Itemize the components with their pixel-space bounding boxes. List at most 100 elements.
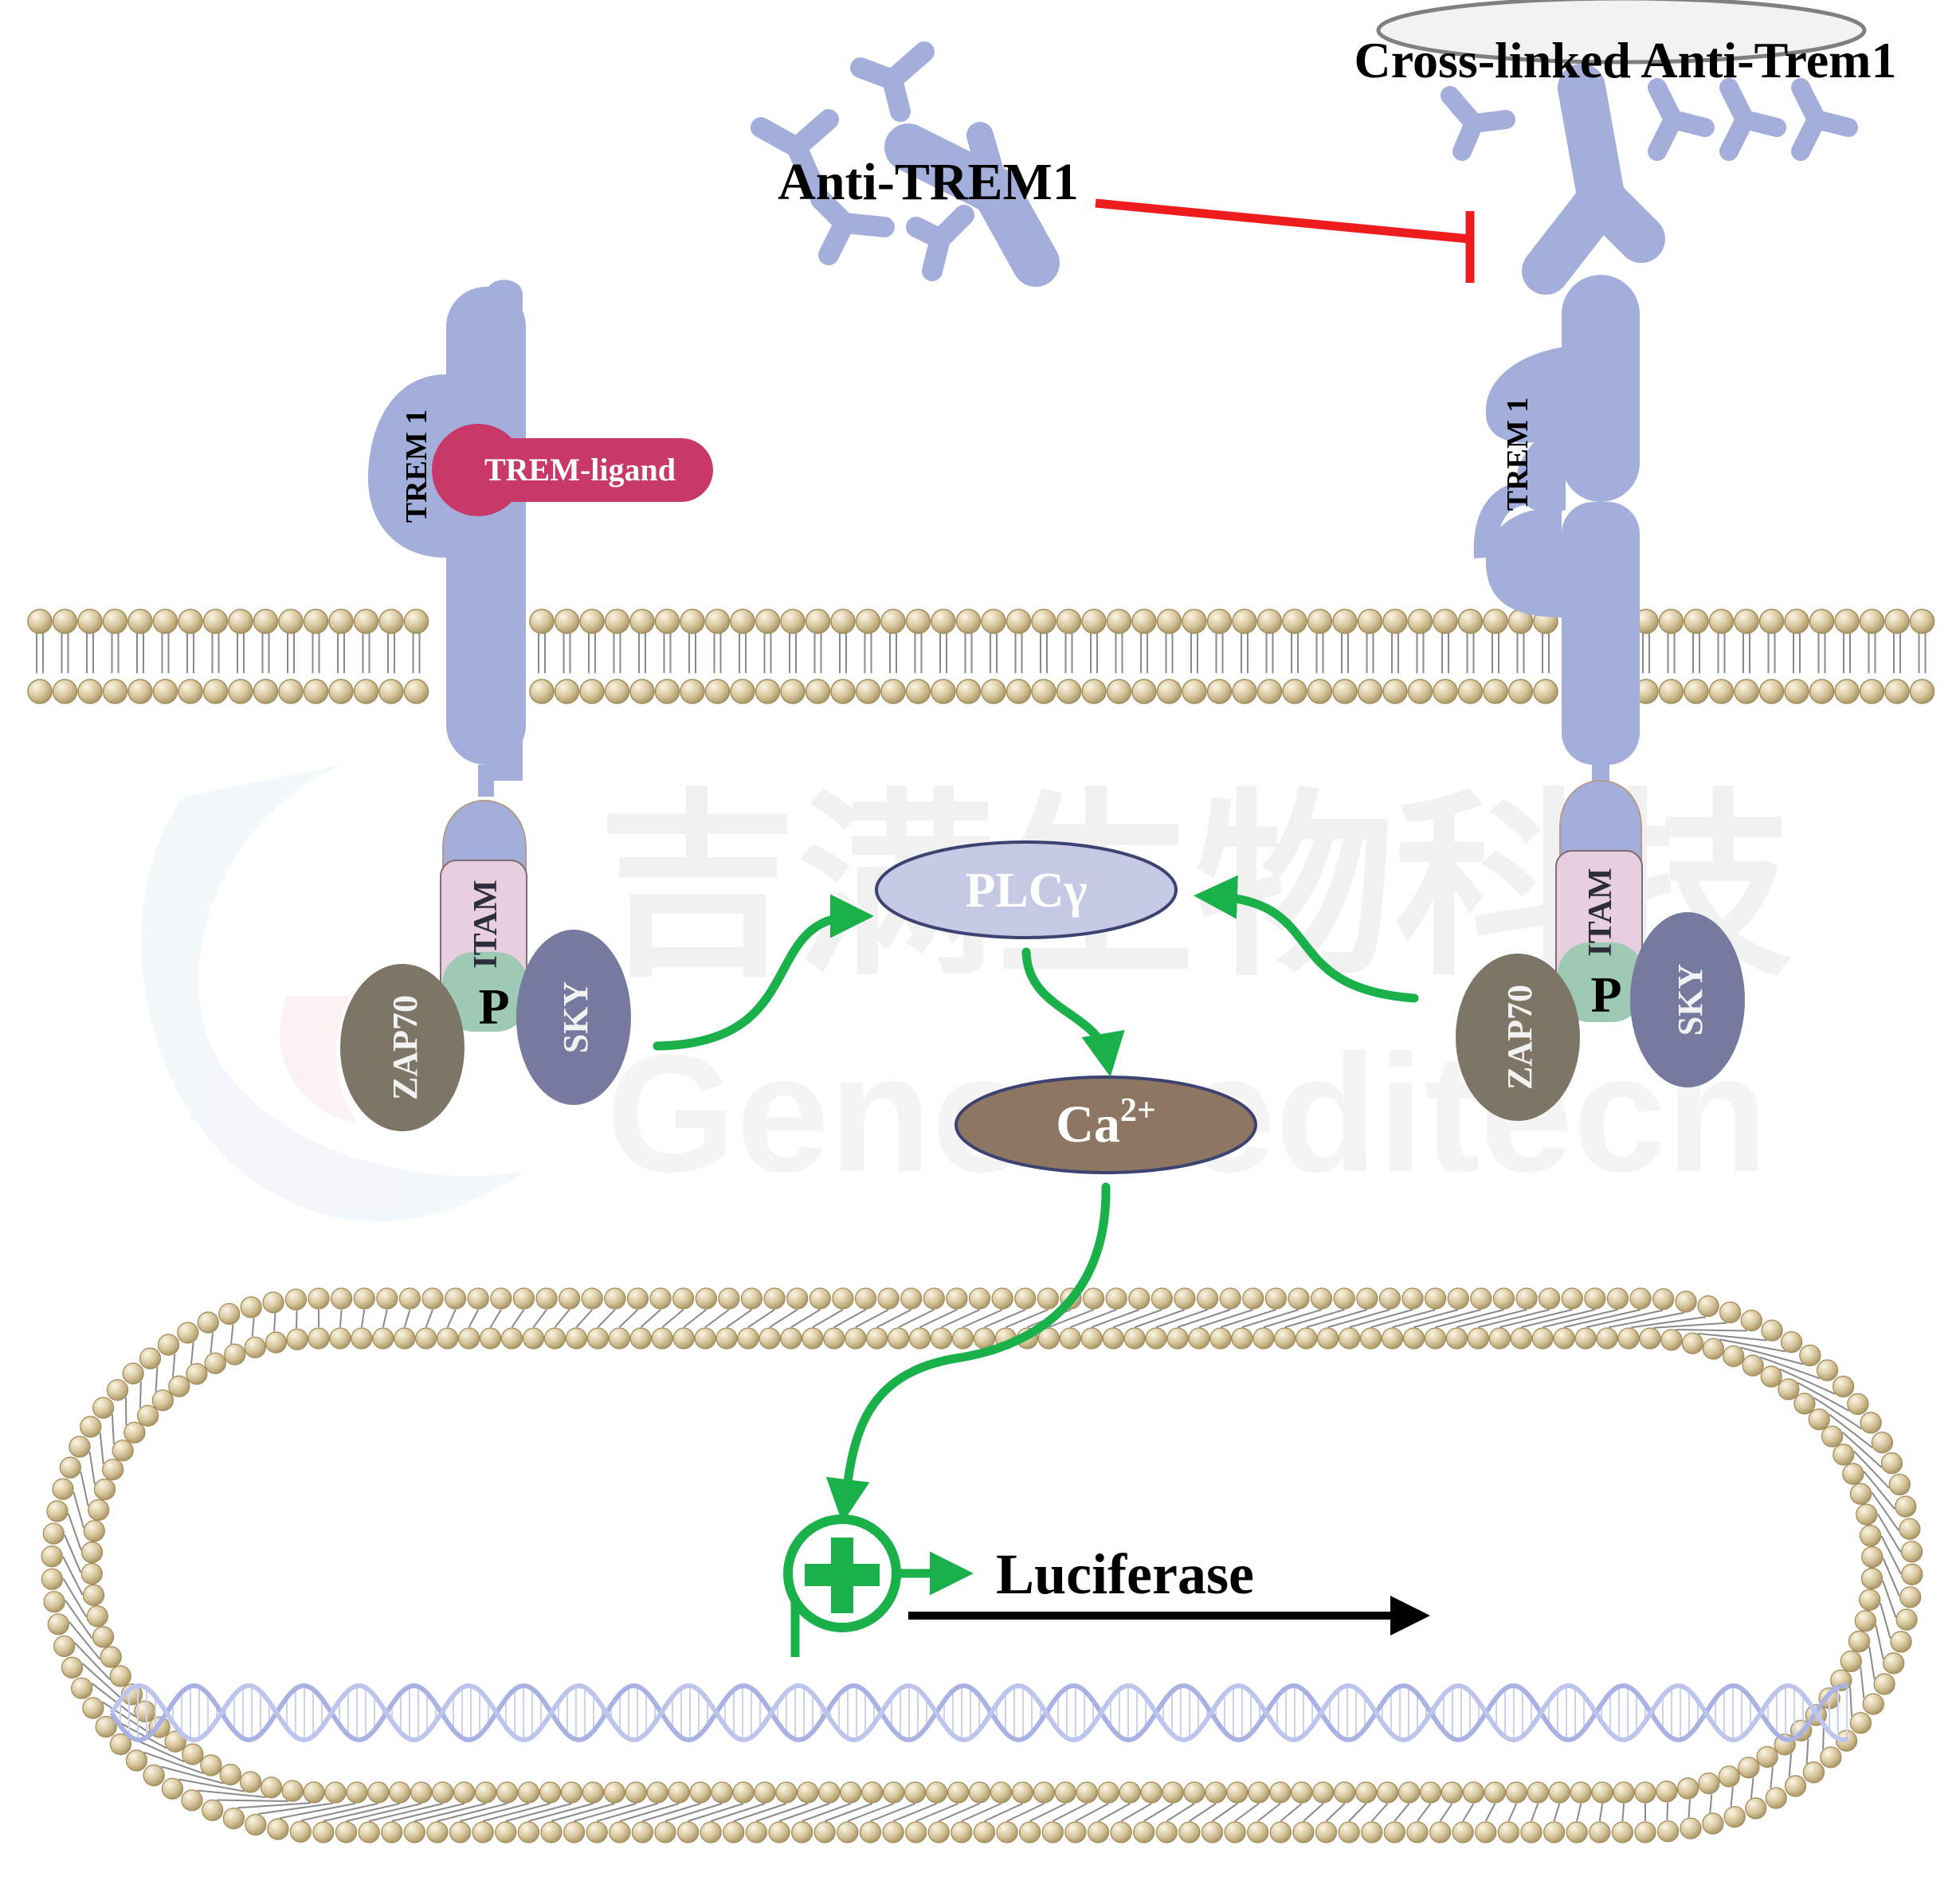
- lipid: [104, 609, 127, 703]
- lipid: [1778, 1379, 1868, 1415]
- trem1-label-left: TREM 1: [400, 409, 433, 523]
- zap70-label-right: ZAP70: [1500, 985, 1539, 1090]
- lipid: [329, 609, 353, 703]
- lipid: [128, 609, 152, 703]
- lipid: [555, 609, 579, 703]
- lipid: [1742, 1355, 1837, 1381]
- lipid: [1509, 609, 1533, 703]
- lipid: [1885, 609, 1909, 703]
- trem-ligand-label: TREM-ligand: [484, 452, 676, 488]
- lipid: [154, 609, 178, 703]
- lipid: [28, 609, 52, 703]
- phospho-label-right: P: [1590, 966, 1621, 1023]
- lipid: [580, 609, 604, 703]
- lipid: [706, 609, 730, 703]
- itam-label-left: ITAM: [468, 879, 504, 968]
- calcium-charge: 2+: [1120, 1092, 1156, 1129]
- lipid: [931, 609, 955, 703]
- nucleus-membrane: [41, 1288, 1923, 1843]
- lipid: [126, 1750, 221, 1776]
- luciferase-label: Luciferase: [996, 1542, 1254, 1606]
- lipid: [1233, 609, 1256, 703]
- zap70-label-left: ZAP70: [386, 995, 425, 1100]
- lipid: [1409, 609, 1433, 703]
- lipid: [78, 609, 102, 703]
- lipid: [53, 609, 77, 703]
- phospho-label-left: P: [478, 978, 509, 1035]
- lipid: [1761, 1366, 1853, 1397]
- lipid: [1660, 609, 1684, 703]
- plasma-membrane: [28, 609, 1935, 703]
- cross-linked-label: Cross-linked Anti-Trem1: [1354, 32, 1897, 88]
- lipid: [530, 609, 554, 703]
- lipid: [1835, 609, 1859, 703]
- trem1-label-right: TREM 1: [1501, 398, 1535, 511]
- lipid: [1612, 1782, 1634, 1843]
- lipid: [680, 609, 704, 703]
- lipid: [731, 609, 755, 703]
- lipid: [330, 1288, 352, 1349]
- dna-helix: [112, 1686, 1848, 1740]
- lipid: [1710, 609, 1734, 703]
- lipid: [1911, 609, 1935, 703]
- lipid: [1333, 609, 1357, 703]
- lipid: [881, 609, 905, 703]
- lipid: [1007, 609, 1031, 703]
- lipid: [355, 609, 378, 703]
- lipid: [1699, 1773, 1723, 1834]
- lipid: [204, 609, 228, 703]
- lipid: [1760, 609, 1784, 703]
- lipid: [1258, 609, 1282, 703]
- lipid: [857, 609, 880, 703]
- lipid: [1860, 609, 1884, 703]
- lipid: [241, 1297, 265, 1357]
- lipid: [756, 609, 780, 703]
- lipid: [308, 1288, 329, 1349]
- lipid: [373, 1288, 398, 1349]
- lipid: [379, 609, 403, 703]
- lipid: [123, 1363, 159, 1426]
- lipid: [1032, 609, 1056, 703]
- lipid: [630, 609, 654, 703]
- inhibition-arrow: [1096, 203, 1470, 283]
- lipid: [178, 609, 202, 703]
- lipid: [1383, 609, 1407, 703]
- lipid: [304, 609, 328, 703]
- lipid: [1684, 609, 1708, 703]
- sky-label-left: SKY: [556, 981, 595, 1053]
- lipid: [1566, 1782, 1591, 1843]
- lipid: [1459, 609, 1483, 703]
- promoter-activator: [788, 1519, 896, 1657]
- lipid: [1132, 609, 1156, 703]
- lipid: [1082, 609, 1106, 703]
- lipid: [1484, 609, 1507, 703]
- lipid: [957, 609, 981, 703]
- lipid: [781, 609, 805, 703]
- lipid: [656, 609, 680, 703]
- plc-gamma-label: PLCγ: [965, 864, 1087, 918]
- lipid: [254, 609, 278, 703]
- lipid: [1774, 1734, 1805, 1796]
- lipid: [405, 609, 429, 703]
- lipid: [1735, 609, 1758, 703]
- lipid: [907, 609, 931, 703]
- lipid: [1057, 609, 1081, 703]
- lipid: [806, 609, 830, 703]
- lipid: [263, 1292, 286, 1353]
- lipid: [982, 609, 1005, 703]
- lipid: [1635, 1782, 1656, 1843]
- lipid: [606, 609, 629, 703]
- lipid: [831, 609, 855, 703]
- lipid: [1208, 609, 1232, 703]
- lipid: [1785, 609, 1809, 703]
- lipid: [1158, 609, 1182, 703]
- lipid: [158, 1334, 189, 1397]
- lipid: [1182, 609, 1206, 703]
- lipid: [1308, 609, 1332, 703]
- lipid: [140, 1348, 174, 1411]
- lipid: [1358, 609, 1382, 703]
- lipid: [1810, 609, 1834, 703]
- calcium-symbol: Ca: [1056, 1095, 1120, 1154]
